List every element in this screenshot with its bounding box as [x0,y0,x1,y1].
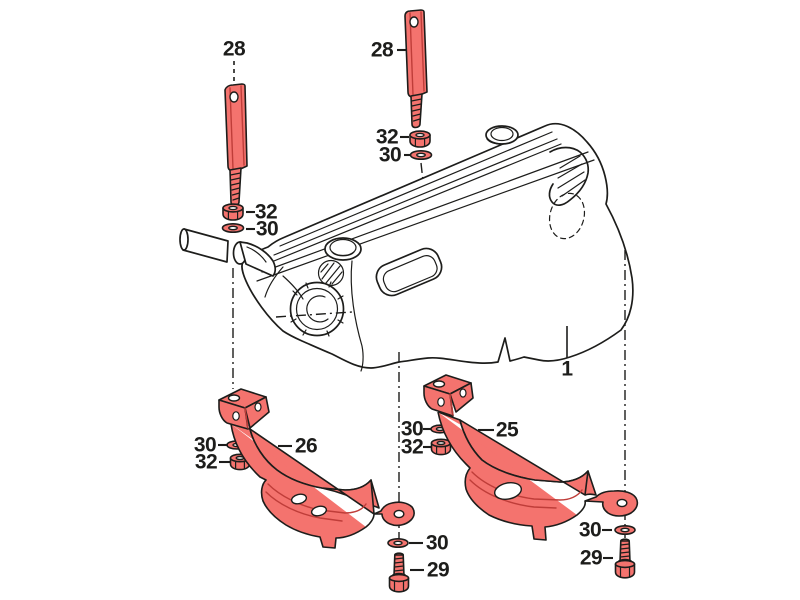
tank-seam-lines [256,131,595,282]
hanger-strap-right [404,9,428,129]
bracket-hole [254,402,262,412]
strap-end-hole [393,509,405,519]
fuel-tank-body [241,122,634,369]
hanger-strap-left [224,83,248,207]
strap-slot [290,493,308,505]
fuel-tank [241,122,634,372]
filler-cap-front [324,237,362,261]
bolt-29-bottom-left [388,552,410,593]
part-label-1[interactable]: 1 [561,358,574,381]
service-patch [317,259,345,287]
washer-30-under-right-strap [409,150,433,160]
filler-cap-rear [485,125,519,145]
bracket-hole [459,388,467,398]
handle-recess [375,247,443,297]
part-label-32[interactable]: 32 [376,126,399,149]
part-label-30[interactable]: 30 [194,434,217,457]
part-label-29[interactable]: 29 [427,559,450,582]
part-label-25[interactable]: 25 [496,419,520,442]
strap-slot [310,505,328,517]
washer-30-under-left-strap [221,223,245,233]
strap-end-hole [616,498,628,508]
nut-32-under-left-strap [222,203,244,221]
part-label-29[interactable]: 29 [580,547,603,570]
strap-slot [493,481,523,501]
bolt-29-bottom-right [614,538,636,579]
bracket-hole [437,397,445,407]
part-label-26[interactable]: 26 [295,435,318,458]
nut-32-right-bracket [430,438,452,456]
washer-30-bottom-left [387,538,409,548]
washer-30-bottom-right [614,525,636,535]
part-label-32[interactable]: 32 [255,201,278,224]
part-label-30[interactable]: 30 [579,519,602,542]
tank-hidden-opening [548,192,586,240]
strap-hole [229,91,239,103]
part-label-30[interactable]: 30 [401,418,424,441]
label-leaders [218,48,613,572]
nut-32-under-right-strap [409,130,431,148]
sender-opening [289,281,345,337]
part-label-32[interactable]: 32 [195,451,218,474]
part-label-28[interactable]: 28 [371,39,395,62]
part-label-28[interactable]: 28 [223,38,247,61]
tank-corner-flange [548,146,590,206]
part-label-32[interactable]: 32 [401,436,424,459]
breather-pipe [179,228,277,277]
center-line [420,162,424,182]
part-label-30[interactable]: 30 [256,218,279,241]
bracket-hole [232,411,240,421]
strap-bracket [218,388,270,430]
part-label-30[interactable]: 30 [426,532,449,555]
tank-contours [264,260,364,372]
mounting-strap-left [218,388,415,549]
mounting-strap-right [423,374,639,541]
strap-bracket [423,374,474,417]
center-line [275,311,353,318]
part-label-30[interactable]: 30 [379,144,402,167]
strap-hole [409,16,419,28]
